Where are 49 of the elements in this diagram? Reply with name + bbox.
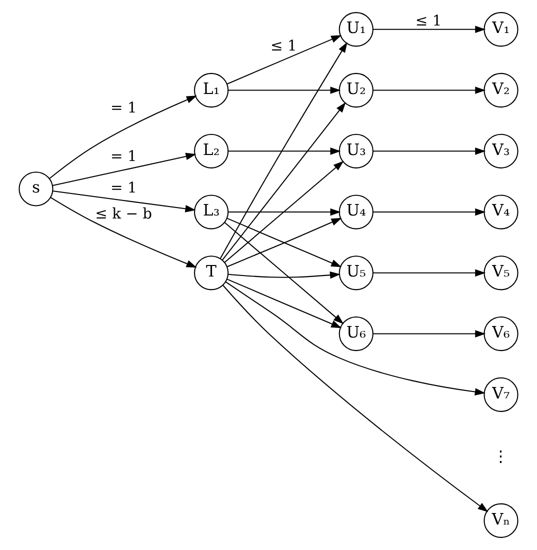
node-circle: V₆ bbox=[484, 316, 518, 352]
arrow bbox=[52, 152, 196, 186]
edge-label: ≤ k − b bbox=[95, 206, 152, 223]
node-circle: V₄ bbox=[484, 194, 518, 230]
arrow bbox=[220, 42, 348, 259]
edge-label: = 1 bbox=[110, 148, 137, 165]
node-circle: U₄ bbox=[338, 194, 374, 230]
arrow bbox=[228, 147, 341, 155]
node-circle: U₃ bbox=[338, 134, 374, 168]
node-circle: L₃ bbox=[194, 194, 229, 230]
node-circle: U₂ bbox=[338, 72, 374, 108]
arrow bbox=[373, 86, 486, 94]
arrow bbox=[50, 196, 197, 268]
arrow bbox=[373, 330, 486, 338]
arrow bbox=[49, 96, 198, 180]
arrow bbox=[224, 160, 344, 263]
node-circle: Vₙ bbox=[484, 503, 518, 538]
label: ⋮ bbox=[493, 446, 510, 466]
arrow bbox=[373, 208, 486, 216]
arrow bbox=[225, 281, 486, 396]
edge-label: = 1 bbox=[110, 100, 137, 117]
node-circle: V₇ bbox=[484, 377, 518, 412]
node-circle: L₂ bbox=[194, 134, 229, 168]
arrow bbox=[226, 278, 342, 328]
arrow bbox=[224, 222, 344, 324]
arrow bbox=[226, 218, 342, 268]
arrow bbox=[222, 284, 488, 512]
arrow bbox=[373, 269, 486, 277]
node-circle: U₆ bbox=[338, 316, 374, 352]
arrow bbox=[228, 271, 341, 279]
arrow bbox=[226, 35, 342, 84]
arrow bbox=[222, 102, 346, 260]
arrow bbox=[228, 86, 341, 94]
edge-label: ≤ 1 bbox=[270, 38, 297, 55]
node-circle: T bbox=[194, 256, 229, 290]
node-circle: L₁ bbox=[194, 72, 229, 108]
node-circle: s bbox=[18, 172, 54, 206]
node-circle: V₂ bbox=[484, 72, 518, 108]
node-circle: V₃ bbox=[484, 134, 518, 168]
arrow bbox=[52, 190, 196, 212]
arrow bbox=[228, 208, 341, 216]
node-circle: V₅ bbox=[484, 256, 518, 290]
arrow bbox=[373, 147, 486, 155]
edge-label: ≤ 1 bbox=[415, 12, 442, 30]
arrow bbox=[373, 26, 486, 34]
edge-label: = 1 bbox=[110, 179, 137, 196]
node-circle: U₅ bbox=[338, 256, 374, 290]
node-circle: U₁ bbox=[338, 12, 374, 47]
node-circle: V₁ bbox=[484, 12, 518, 47]
